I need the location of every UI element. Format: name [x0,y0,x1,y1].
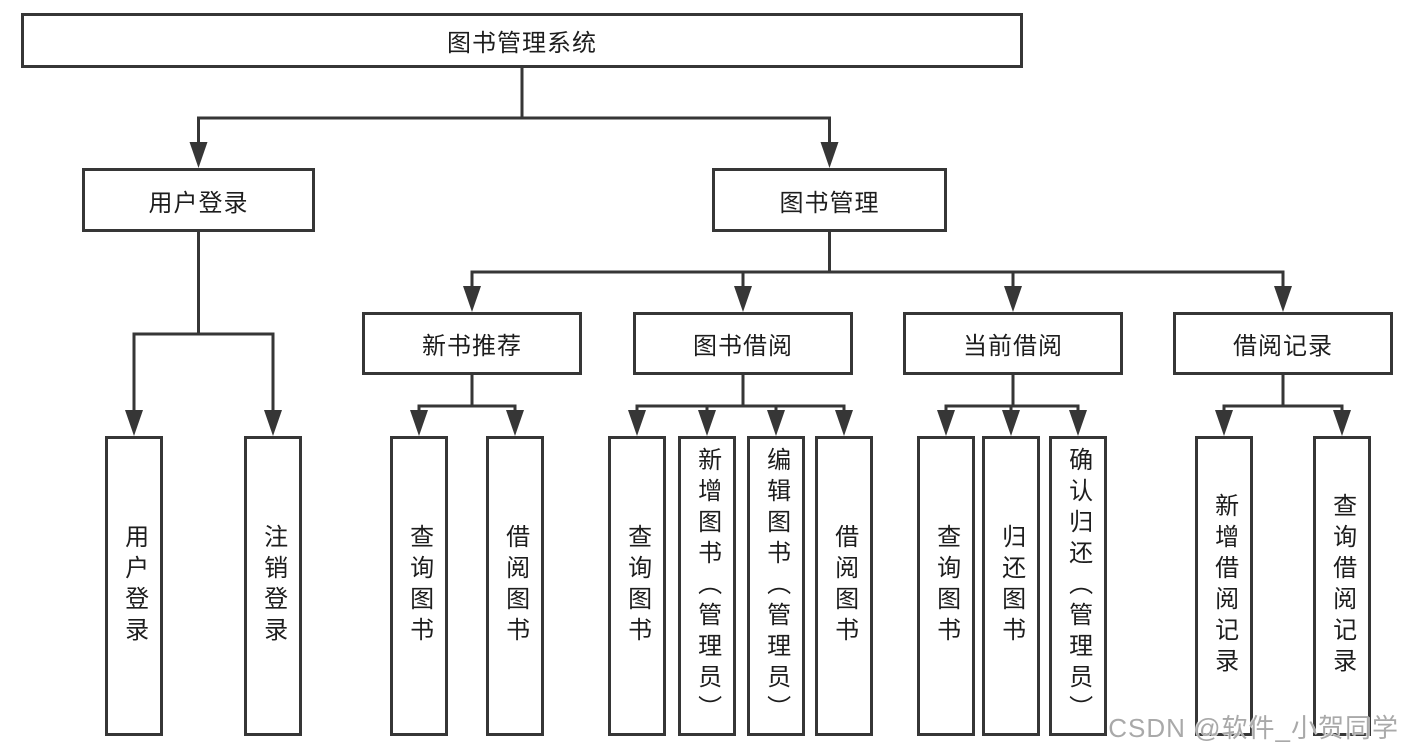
node-book-borrow-label: 图书借阅 [693,333,793,360]
leaf-records-query-record: 查询借阅记录 [1313,436,1371,736]
node-user-login-label: 用户登录 [148,189,249,217]
leaf-recommend-query-books: 查询图书 [390,436,448,736]
leaf-logout: 注销登录 [244,436,302,736]
leaf-current-query-books: 查询图书 [917,436,975,736]
leaf-current-query-books-label: 查询图书 [932,524,960,648]
leaf-current-confirm-return-admin-label: 确认归还（管理员） [1064,446,1092,726]
node-root: 图书管理系统 [21,13,1023,68]
leaf-recommend-query-books-label: 查询图书 [405,524,433,648]
node-book-management: 图书管理 [712,168,947,232]
leaf-borrow-edit-books-admin: 编辑图书（管理员） [747,436,805,736]
leaf-user-login-label: 用户登录 [120,524,148,648]
leaf-recommend-borrow-books: 借阅图书 [486,436,544,736]
leaf-borrow-borrow-books: 借阅图书 [815,436,873,736]
node-current-borrow-label: 当前借阅 [963,333,1063,360]
leaf-borrow-query-books: 查询图书 [608,436,666,736]
watermark: CSDN @软件_小贺同学 [1108,713,1399,743]
leaf-recommend-borrow-books-label: 借阅图书 [501,524,529,648]
leaf-records-add-record: 新增借阅记录 [1195,436,1253,736]
leaf-records-add-record-label: 新增借阅记录 [1210,493,1238,679]
node-new-book-recommend: 新书推荐 [362,312,582,375]
node-user-login: 用户登录 [82,168,315,232]
leaf-borrow-borrow-books-label: 借阅图书 [830,524,858,648]
node-book-management-label: 图书管理 [779,189,880,217]
leaf-borrow-edit-books-admin-label: 编辑图书（管理员） [762,446,790,726]
leaf-records-query-record-label: 查询借阅记录 [1328,493,1356,679]
leaf-logout-label: 注销登录 [259,524,287,648]
leaf-user-login: 用户登录 [105,436,163,736]
leaf-current-confirm-return-admin: 确认归还（管理员） [1049,436,1107,736]
node-root-label: 图书管理系统 [447,30,597,57]
node-new-book-recommend-label: 新书推荐 [422,333,522,360]
leaf-borrow-add-books-admin: 新增图书（管理员） [678,436,736,736]
node-borrow-records-label: 借阅记录 [1233,333,1333,360]
node-book-borrow: 图书借阅 [633,312,853,375]
arrowheads [125,142,1351,436]
node-borrow-records: 借阅记录 [1173,312,1393,375]
node-current-borrow: 当前借阅 [903,312,1123,375]
leaf-current-return-books-label: 归还图书 [997,524,1025,648]
connector-paths [132,68,1344,412]
leaf-borrow-query-books-label: 查询图书 [623,524,651,648]
leaf-current-return-books: 归还图书 [982,436,1040,736]
leaf-borrow-add-books-admin-label: 新增图书（管理员） [693,446,721,726]
